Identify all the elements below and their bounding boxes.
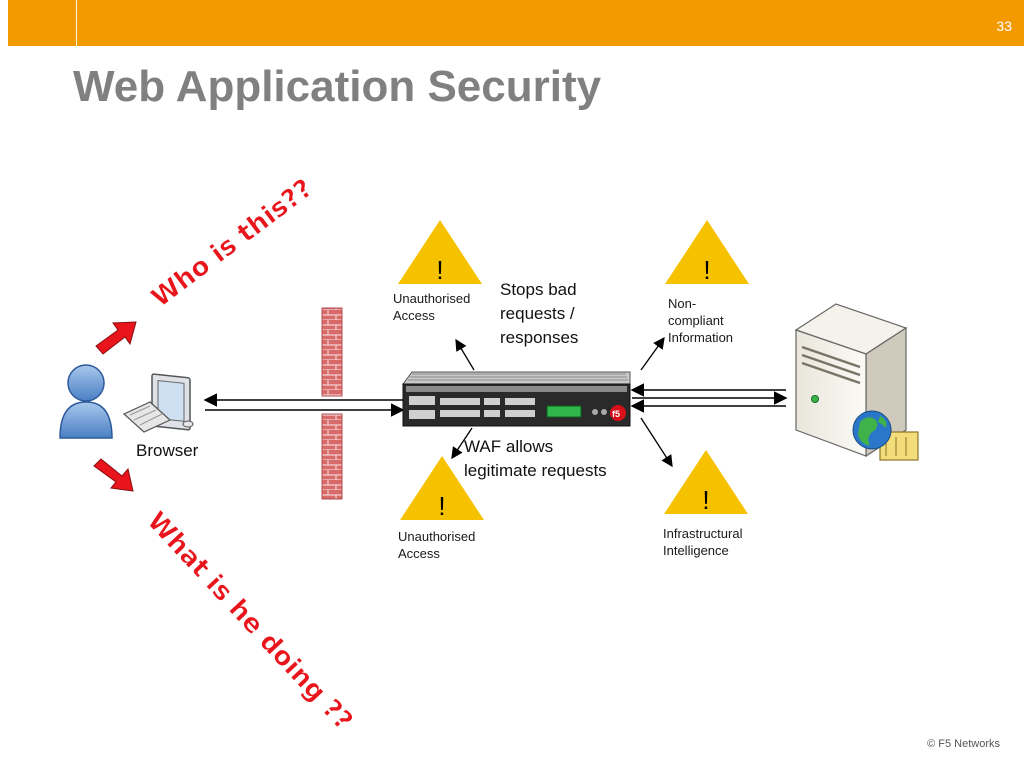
- user-icon: [59, 364, 113, 439]
- warning-label-3: Unauthorised Access: [398, 529, 476, 561]
- warning-symbol-3: !: [438, 491, 445, 521]
- browser-label: Browser: [136, 441, 199, 460]
- warning-triangle-1: !: [398, 220, 482, 285]
- traffic-arrows: [203, 383, 788, 417]
- warning-triangle-4: !: [664, 450, 748, 515]
- warning-arrows: [451, 336, 673, 468]
- warning-triangle-3: !: [400, 456, 484, 521]
- warning-symbol-2: !: [703, 255, 710, 285]
- warning-label-4: Infrastructural Intelligence: [663, 526, 743, 558]
- stops-bad-requests-text: Stops bad requests / responses: [500, 280, 579, 347]
- what-is-he-doing-text: What is he doing ??: [141, 506, 358, 736]
- header-divider: [76, 0, 77, 46]
- page-number: 33: [996, 18, 1012, 34]
- slide-title: Web Application Security: [73, 62, 602, 111]
- red-arrow-up: [95, 321, 137, 355]
- warning-triangle-2: !: [665, 220, 749, 285]
- firewall-icon: [321, 307, 343, 500]
- computer-icon: [122, 373, 194, 433]
- red-arrow-down: [93, 458, 134, 492]
- svg-text:f5: f5: [612, 409, 620, 419]
- waf-device: f5: [402, 371, 631, 427]
- globe-icon: [852, 410, 919, 461]
- footer-copyright: © F5 Networks: [927, 738, 1000, 750]
- waf-allows-text: WAF allows legitimate requests: [464, 437, 607, 480]
- who-is-this-text: Who is this??: [146, 173, 318, 313]
- warning-symbol-4: !: [702, 485, 709, 515]
- warning-label-1: Unauthorised Access: [393, 291, 471, 323]
- header-bar: 33: [8, 0, 1024, 46]
- warning-symbol-1: !: [436, 255, 443, 285]
- warning-label-2: Non- compliant Information: [668, 296, 734, 345]
